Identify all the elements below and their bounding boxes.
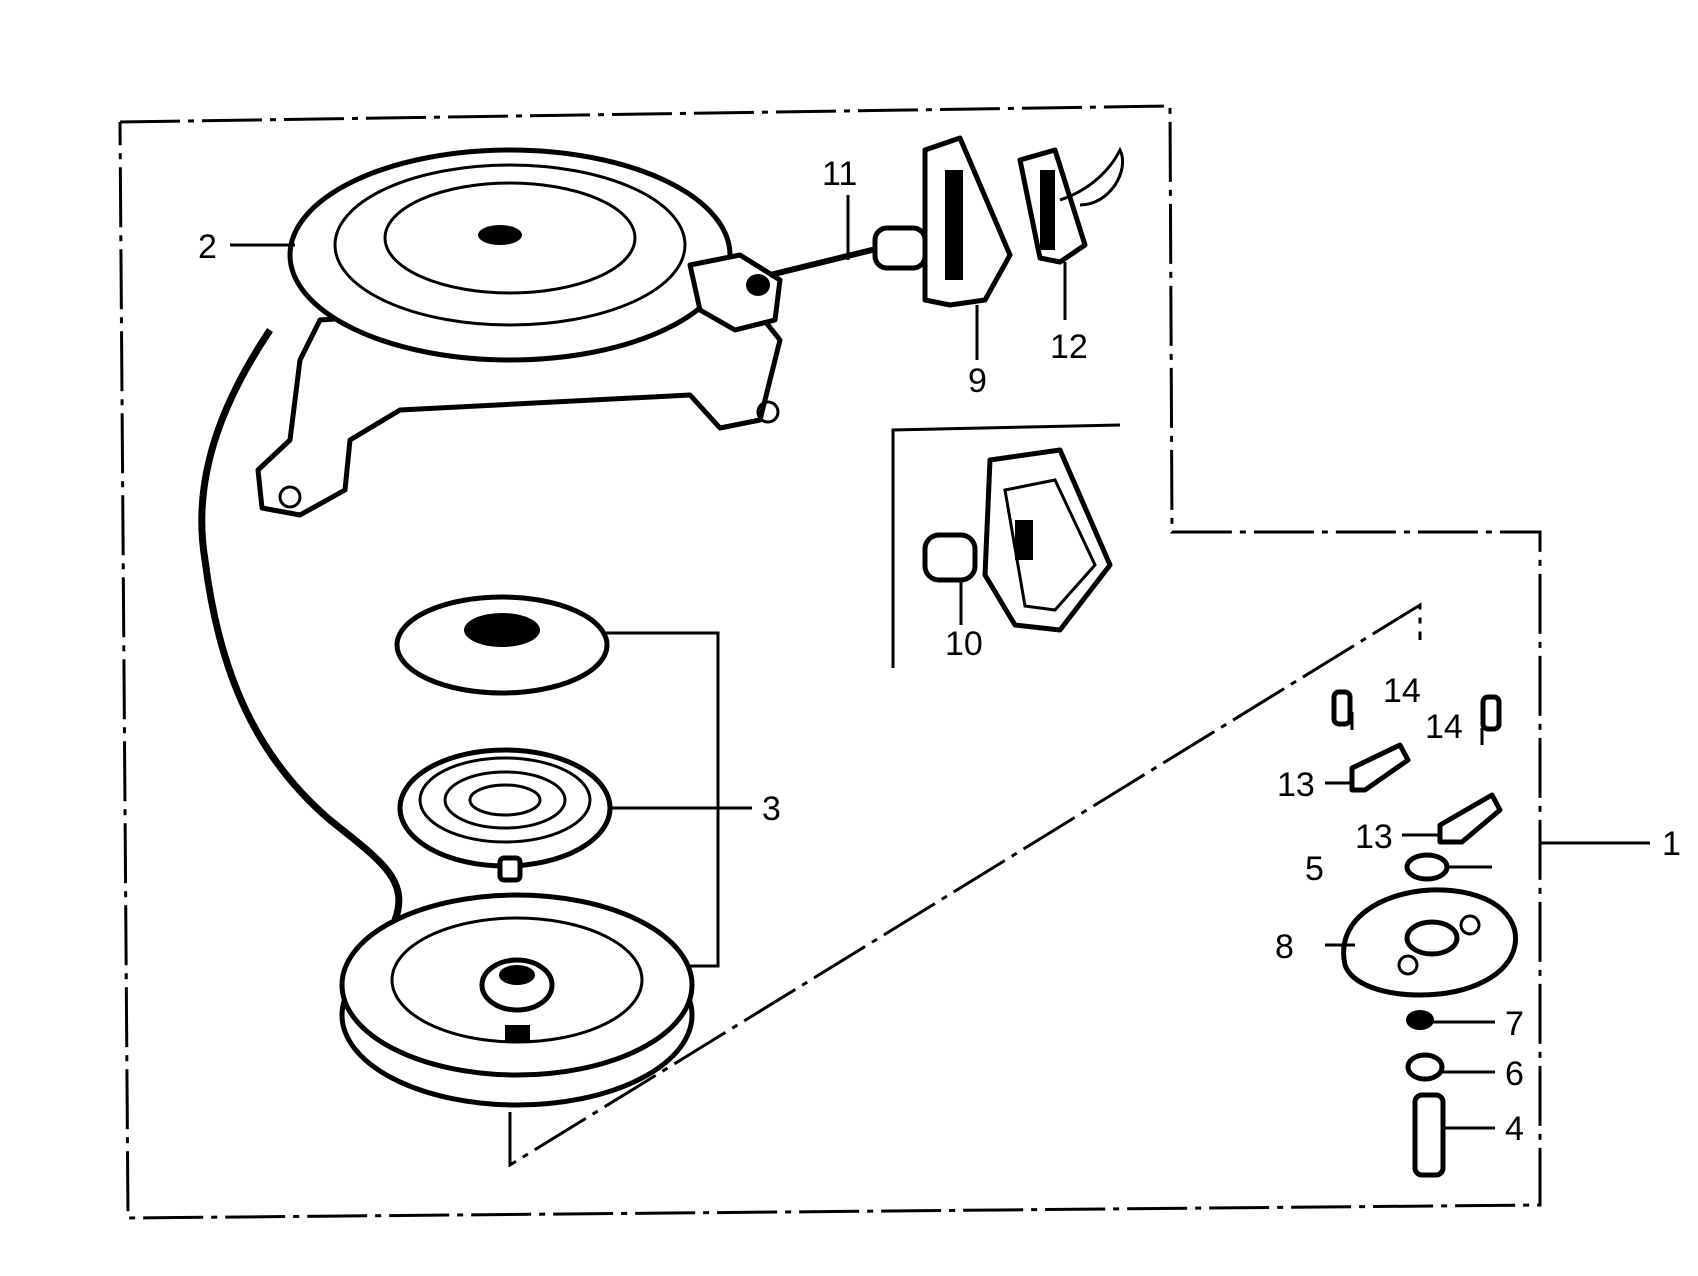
starter-pulley bbox=[339, 892, 695, 1108]
alternate-handle-box bbox=[891, 423, 1121, 668]
callout-1: 1 bbox=[1662, 825, 1681, 863]
callout-11: 11 bbox=[822, 155, 857, 193]
callout-8: 8 bbox=[1275, 928, 1294, 966]
callout-10: 10 bbox=[945, 625, 983, 663]
assembly-boundary bbox=[118, 104, 1542, 1220]
callout-2: 2 bbox=[198, 228, 217, 266]
callout-13b: 13 bbox=[1355, 818, 1393, 856]
callout-5: 5 bbox=[1305, 850, 1324, 888]
pull-handle-assembly bbox=[769, 135, 1125, 308]
starter-rope bbox=[198, 328, 403, 922]
callout-3: 3 bbox=[762, 790, 781, 828]
callouts: 1 2 3 4 5 6 7 8 9 10 11 12 13 13 14 14 bbox=[198, 155, 1681, 1148]
callout-6: 6 bbox=[1505, 1055, 1524, 1093]
sub-assembly-boundary bbox=[508, 602, 1422, 1168]
callout-7: 7 bbox=[1505, 1005, 1524, 1043]
callout-4: 4 bbox=[1505, 1110, 1524, 1148]
callout-12: 12 bbox=[1050, 328, 1088, 366]
starter-cover bbox=[255, 147, 783, 518]
callout-14b: 14 bbox=[1425, 708, 1463, 746]
spring-and-washer bbox=[394, 594, 613, 883]
callout-13a: 13 bbox=[1277, 766, 1315, 804]
callout-9: 9 bbox=[968, 362, 987, 400]
callout-14a: 14 bbox=[1383, 672, 1421, 710]
leader-lines bbox=[230, 195, 1650, 1130]
alternate-pull-handle bbox=[922, 447, 1113, 633]
ratchet-parts bbox=[1331, 689, 1519, 1178]
